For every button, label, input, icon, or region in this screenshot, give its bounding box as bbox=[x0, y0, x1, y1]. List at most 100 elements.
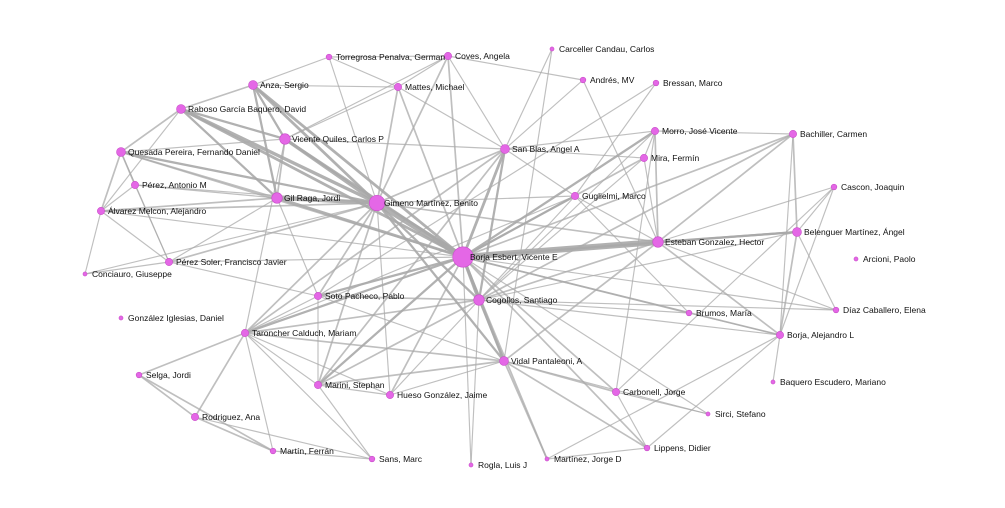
edge-vidal-marini bbox=[317, 360, 505, 386]
edge-taroncher-martin bbox=[244, 332, 274, 452]
node-sanblas[interactable] bbox=[500, 144, 510, 154]
edge-gimeno-sanblas bbox=[376, 148, 506, 204]
edge-bressan-guglielmi bbox=[574, 82, 657, 197]
node-guglielmi[interactable] bbox=[571, 192, 579, 200]
node-label-bressan: Bressan, Marco bbox=[663, 78, 723, 88]
node-mattes[interactable] bbox=[394, 83, 402, 91]
edge-raboso-vicente bbox=[180, 107, 286, 141]
node-diaz[interactable] bbox=[832, 306, 840, 314]
node-label-belenguer: Belenguer Martínez, Ángel bbox=[804, 227, 905, 237]
node-soto[interactable] bbox=[314, 292, 322, 300]
edge-vicente-mattes bbox=[284, 86, 399, 140]
edge-gil-anza bbox=[251, 84, 279, 199]
edge-borja_vicente-taroncher bbox=[244, 255, 464, 335]
edge-anza-vicente bbox=[252, 84, 286, 140]
node-borja_al[interactable] bbox=[776, 331, 784, 339]
edge-gimeno-taroncher bbox=[244, 202, 378, 334]
node-baquero[interactable] bbox=[770, 379, 776, 385]
node-vicente[interactable] bbox=[279, 133, 291, 145]
node-sans[interactable] bbox=[368, 455, 376, 463]
edge-gimeno-perez_soler bbox=[168, 202, 378, 263]
node-carbonell[interactable] bbox=[612, 388, 620, 396]
edge-vidal-martinez_jd bbox=[503, 360, 548, 460]
node-rogla[interactable] bbox=[468, 462, 474, 468]
node-andres[interactable] bbox=[579, 76, 587, 84]
edge-guglielmi-brumos bbox=[574, 195, 690, 314]
node-perez_soler[interactable] bbox=[165, 258, 173, 266]
node-gimeno[interactable] bbox=[368, 194, 386, 212]
node-vidal[interactable] bbox=[499, 356, 509, 366]
node-borja_vicente[interactable] bbox=[452, 246, 474, 268]
node-morro[interactable] bbox=[651, 127, 659, 135]
node-label-carceller: Carceller Candau, Carlos bbox=[559, 44, 654, 54]
node-conciauro[interactable] bbox=[82, 271, 88, 277]
node-martin[interactable] bbox=[269, 447, 277, 455]
edge-martinez_jd-lippens bbox=[546, 447, 648, 460]
node-gonzalez_ig[interactable] bbox=[118, 315, 124, 321]
edge-belenguer-borja_al bbox=[779, 231, 798, 336]
edge-gil-raboso bbox=[180, 108, 278, 199]
edge-gimeno-anza bbox=[252, 83, 378, 205]
edge-carceller-sanblas bbox=[504, 48, 553, 150]
edge-esteban-cogollos bbox=[478, 241, 659, 301]
edge-gimeno-torregrosa bbox=[328, 56, 378, 204]
node-marini[interactable] bbox=[314, 381, 322, 389]
node-label-mira: Mira, Fermín bbox=[651, 153, 699, 163]
edge-gil-soto bbox=[276, 197, 319, 297]
node-perez_am[interactable] bbox=[131, 181, 139, 189]
node-coves[interactable] bbox=[444, 52, 452, 60]
edge-borja_al-martinez_jd bbox=[546, 334, 781, 460]
node-torregrosa[interactable] bbox=[325, 53, 333, 61]
node-mira[interactable] bbox=[640, 154, 648, 162]
node-anza[interactable] bbox=[248, 80, 258, 90]
edge-gimeno-coves bbox=[376, 55, 449, 204]
node-cogollos[interactable] bbox=[473, 294, 485, 306]
edge-belenguer-diaz bbox=[796, 231, 837, 311]
node-label-soto: Soto Pacheco, Pablo bbox=[325, 291, 405, 301]
node-rodriguez[interactable] bbox=[191, 413, 199, 421]
edge-sanblas-mira bbox=[504, 148, 645, 159]
node-esteban[interactable] bbox=[652, 236, 664, 248]
node-label-rodriguez: Rodriguez, Ana bbox=[202, 412, 260, 422]
edge-selga-martin bbox=[138, 374, 274, 452]
node-cascon[interactable] bbox=[830, 183, 838, 191]
node-bachiller[interactable] bbox=[789, 130, 797, 138]
node-lippens[interactable] bbox=[643, 444, 651, 452]
edge-cascon-borja_al bbox=[779, 186, 835, 336]
edge-gimeno-esteban bbox=[376, 202, 659, 243]
node-sirci[interactable] bbox=[705, 411, 711, 417]
node-carceller[interactable] bbox=[549, 46, 555, 52]
edge-morro-cogollos bbox=[478, 130, 656, 301]
node-label-sans: Sans, Marc bbox=[379, 454, 423, 464]
node-selga[interactable] bbox=[135, 371, 143, 379]
edge-borja_al-cogollos bbox=[478, 299, 781, 336]
node-label-mattes: Mattes, Michael bbox=[405, 82, 465, 92]
node-arcioni[interactable] bbox=[853, 256, 859, 262]
edge-anza-torregrosa bbox=[252, 56, 330, 86]
node-quesada[interactable] bbox=[116, 147, 126, 157]
edge-borja_vicente-rogla bbox=[462, 256, 472, 466]
node-label-borja_al: Borja, Alejandro L bbox=[787, 330, 854, 340]
node-label-hueso: Hueso González, Jaime bbox=[397, 390, 488, 400]
edge-raboso-alvarez bbox=[100, 108, 182, 212]
edge-borja_vicente-mattes bbox=[397, 86, 464, 258]
edge-lippens-borja_al bbox=[646, 334, 781, 449]
node-alvarez[interactable] bbox=[97, 207, 105, 215]
edge-rodriguez-martin bbox=[194, 416, 274, 452]
edge-borja_vicente-hueso bbox=[389, 256, 464, 396]
node-bressan[interactable] bbox=[652, 79, 660, 87]
node-taroncher[interactable] bbox=[241, 329, 249, 337]
edge-borja_vicente-bachiller bbox=[462, 133, 794, 258]
node-raboso[interactable] bbox=[176, 104, 186, 114]
node-hueso[interactable] bbox=[386, 391, 394, 399]
node-gil[interactable] bbox=[271, 192, 283, 204]
node-martinez_jd[interactable] bbox=[544, 456, 550, 462]
edge-marini-sans bbox=[317, 384, 373, 460]
node-label-alvarez: Álvarez Melcon, Alejandro bbox=[108, 206, 207, 216]
node-brumos[interactable] bbox=[685, 309, 693, 317]
edge-vicente-taroncher bbox=[244, 138, 286, 334]
edge-cogollos-soto bbox=[317, 295, 480, 301]
edge-gil-vicente bbox=[276, 138, 286, 199]
node-belenguer[interactable] bbox=[792, 227, 802, 237]
node-label-torregrosa: Torregrosa Penalva, German bbox=[336, 52, 445, 62]
